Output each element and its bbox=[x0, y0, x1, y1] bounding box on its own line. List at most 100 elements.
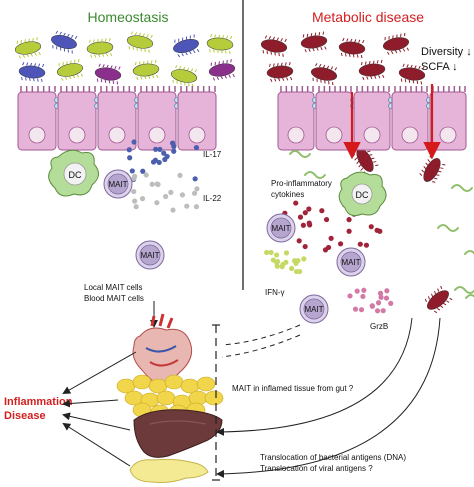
bacterium-right-10 bbox=[424, 285, 453, 314]
blood-mait-label: Blood MAIT cells bbox=[84, 294, 144, 303]
filament-bacterium-6 bbox=[465, 294, 474, 299]
il22-dot-6 bbox=[132, 198, 138, 204]
translocation-arrows bbox=[343, 84, 441, 160]
bacterium-left-4 bbox=[173, 34, 200, 58]
bacterium-left-0 bbox=[14, 37, 42, 59]
filament-bacterium-4 bbox=[464, 250, 474, 255]
bacterium-left-10 bbox=[170, 65, 198, 88]
dysbiotic-bacteria-group bbox=[260, 31, 453, 314]
pro-inflammatory-dot-16 bbox=[306, 220, 312, 226]
grzb-dot-14 bbox=[358, 307, 365, 313]
il17-dot-7 bbox=[157, 146, 163, 153]
grzb-dot-0 bbox=[388, 300, 394, 306]
filamentous-bacteria-group bbox=[289, 150, 474, 299]
ifn-gamma-dot-16 bbox=[283, 259, 289, 265]
pro-inflammatory-dot-13 bbox=[296, 238, 302, 244]
il17-dot-12 bbox=[127, 155, 133, 161]
pro-inflammatory-dot-20 bbox=[357, 241, 363, 247]
adipocyte-1 bbox=[132, 374, 152, 390]
commensal-bacteria-group bbox=[14, 30, 236, 88]
il17-dot-1 bbox=[126, 147, 132, 153]
bacterium-left-7 bbox=[56, 58, 84, 81]
bacterium-right-2 bbox=[338, 37, 366, 59]
grzb-dot-5 bbox=[360, 293, 366, 300]
pro-inflammatory-dot-21 bbox=[368, 224, 374, 230]
il17-dot-8 bbox=[171, 143, 177, 149]
filament-bacterium-5 bbox=[454, 286, 474, 294]
bacterium-right-7 bbox=[398, 63, 426, 85]
pro-inflammatory-dot-29 bbox=[300, 222, 306, 228]
il17-dot-15 bbox=[171, 148, 177, 154]
ifn-gamma-dot-10 bbox=[295, 258, 301, 264]
grzb-dot-15 bbox=[354, 288, 360, 294]
grzb-dot-11 bbox=[384, 288, 390, 294]
bacterium-right-4 bbox=[266, 61, 294, 82]
filament-bacterium-2 bbox=[451, 184, 473, 192]
metabolic-disease-title: Metabolic disease bbox=[312, 9, 424, 25]
mait-cell-right-2: MAIT bbox=[336, 247, 366, 277]
grzb-dot-12 bbox=[347, 293, 353, 299]
bacterium-left-8 bbox=[94, 63, 122, 85]
il22-dot-0 bbox=[179, 192, 186, 198]
pro-inflammatory-dot-6 bbox=[346, 228, 352, 234]
ifn-gamma-dot-2 bbox=[268, 249, 274, 256]
dc-cell-right: DC bbox=[338, 171, 387, 216]
mait-cells-group: MAIT MAIT MAIT MAIT MAIT bbox=[103, 169, 366, 324]
pro-inflammatory-dot-1 bbox=[302, 210, 308, 216]
grzb-dot-4 bbox=[369, 303, 375, 309]
inflammation-label: Inflammation bbox=[4, 396, 73, 408]
local-mait-label: Local MAIT cells bbox=[84, 283, 143, 292]
il17-dot-17 bbox=[153, 146, 159, 152]
il22-dot-9 bbox=[170, 207, 176, 213]
grzb-dot-9 bbox=[383, 295, 390, 301]
pro-inflammatory-dot-23 bbox=[328, 235, 334, 241]
translocation-arrow-liver bbox=[216, 317, 413, 436]
il22-dot-16 bbox=[163, 193, 169, 200]
ifn-gamma-dot-5 bbox=[274, 252, 280, 258]
bacterium-right-0 bbox=[260, 35, 288, 57]
il22-dot-1 bbox=[191, 190, 198, 196]
ifn-gamma-dot-13 bbox=[293, 268, 300, 275]
epithelium-left-cell-0 bbox=[17, 86, 60, 151]
il17-dot-19 bbox=[129, 168, 135, 174]
bacterium-left-1 bbox=[51, 30, 78, 54]
dc-cell-left: DC bbox=[48, 149, 99, 197]
epithelium-right-cell-4 bbox=[429, 86, 467, 151]
il22-dot-8 bbox=[149, 181, 155, 187]
bacterium-right-9 bbox=[419, 155, 446, 183]
il22-dot-13 bbox=[193, 204, 200, 210]
bacterium-right-3 bbox=[382, 32, 410, 55]
il22-dot-11 bbox=[131, 188, 137, 195]
bacterium-right-1 bbox=[300, 31, 328, 53]
epithelium-right-cell-3 bbox=[391, 86, 432, 151]
grzb-dot-7 bbox=[377, 290, 384, 296]
il22-dot-12 bbox=[132, 173, 138, 179]
mait-cell-circulating: MAIT bbox=[135, 240, 165, 270]
ifn-gamma-dot-15 bbox=[289, 265, 295, 272]
bacterium-left-5 bbox=[206, 34, 234, 55]
ifn-gamma-dot-14 bbox=[274, 258, 281, 265]
filament-bacterium-1 bbox=[304, 171, 326, 179]
pro-inflammatory-label-line2: cytokines bbox=[271, 190, 304, 199]
mait-cell-right-3-label: MAIT bbox=[304, 305, 323, 314]
il22-dot-3 bbox=[143, 172, 149, 178]
epithelium-left-cell-3 bbox=[137, 86, 180, 151]
mait-cell-lamina-propria: MAIT bbox=[103, 169, 133, 199]
grzb-dot-13 bbox=[378, 294, 384, 300]
adipocyte-8 bbox=[156, 390, 176, 406]
il17-dot-18 bbox=[161, 150, 167, 156]
il17-dot-10 bbox=[131, 139, 137, 145]
mait-cell-right-1: MAIT bbox=[266, 213, 296, 243]
il17-dot-0 bbox=[156, 159, 162, 166]
epithelium-right-cell-2 bbox=[353, 86, 394, 151]
pro-inflammatory-label-line1: Pro-inflammatory bbox=[271, 179, 332, 188]
ifn-gamma-dot-11 bbox=[283, 250, 290, 256]
organ-to-disease-arrows bbox=[62, 351, 137, 467]
il22-dot-19 bbox=[139, 196, 146, 202]
pro-inflammatory-dot-15 bbox=[302, 243, 308, 250]
disease-label: Disease bbox=[4, 410, 46, 422]
il22-dot-5 bbox=[184, 203, 190, 209]
ifn-gamma-dot-1 bbox=[270, 257, 276, 263]
dc-label-right: DC bbox=[356, 190, 369, 200]
intestinal-epithelium-left bbox=[17, 86, 217, 151]
